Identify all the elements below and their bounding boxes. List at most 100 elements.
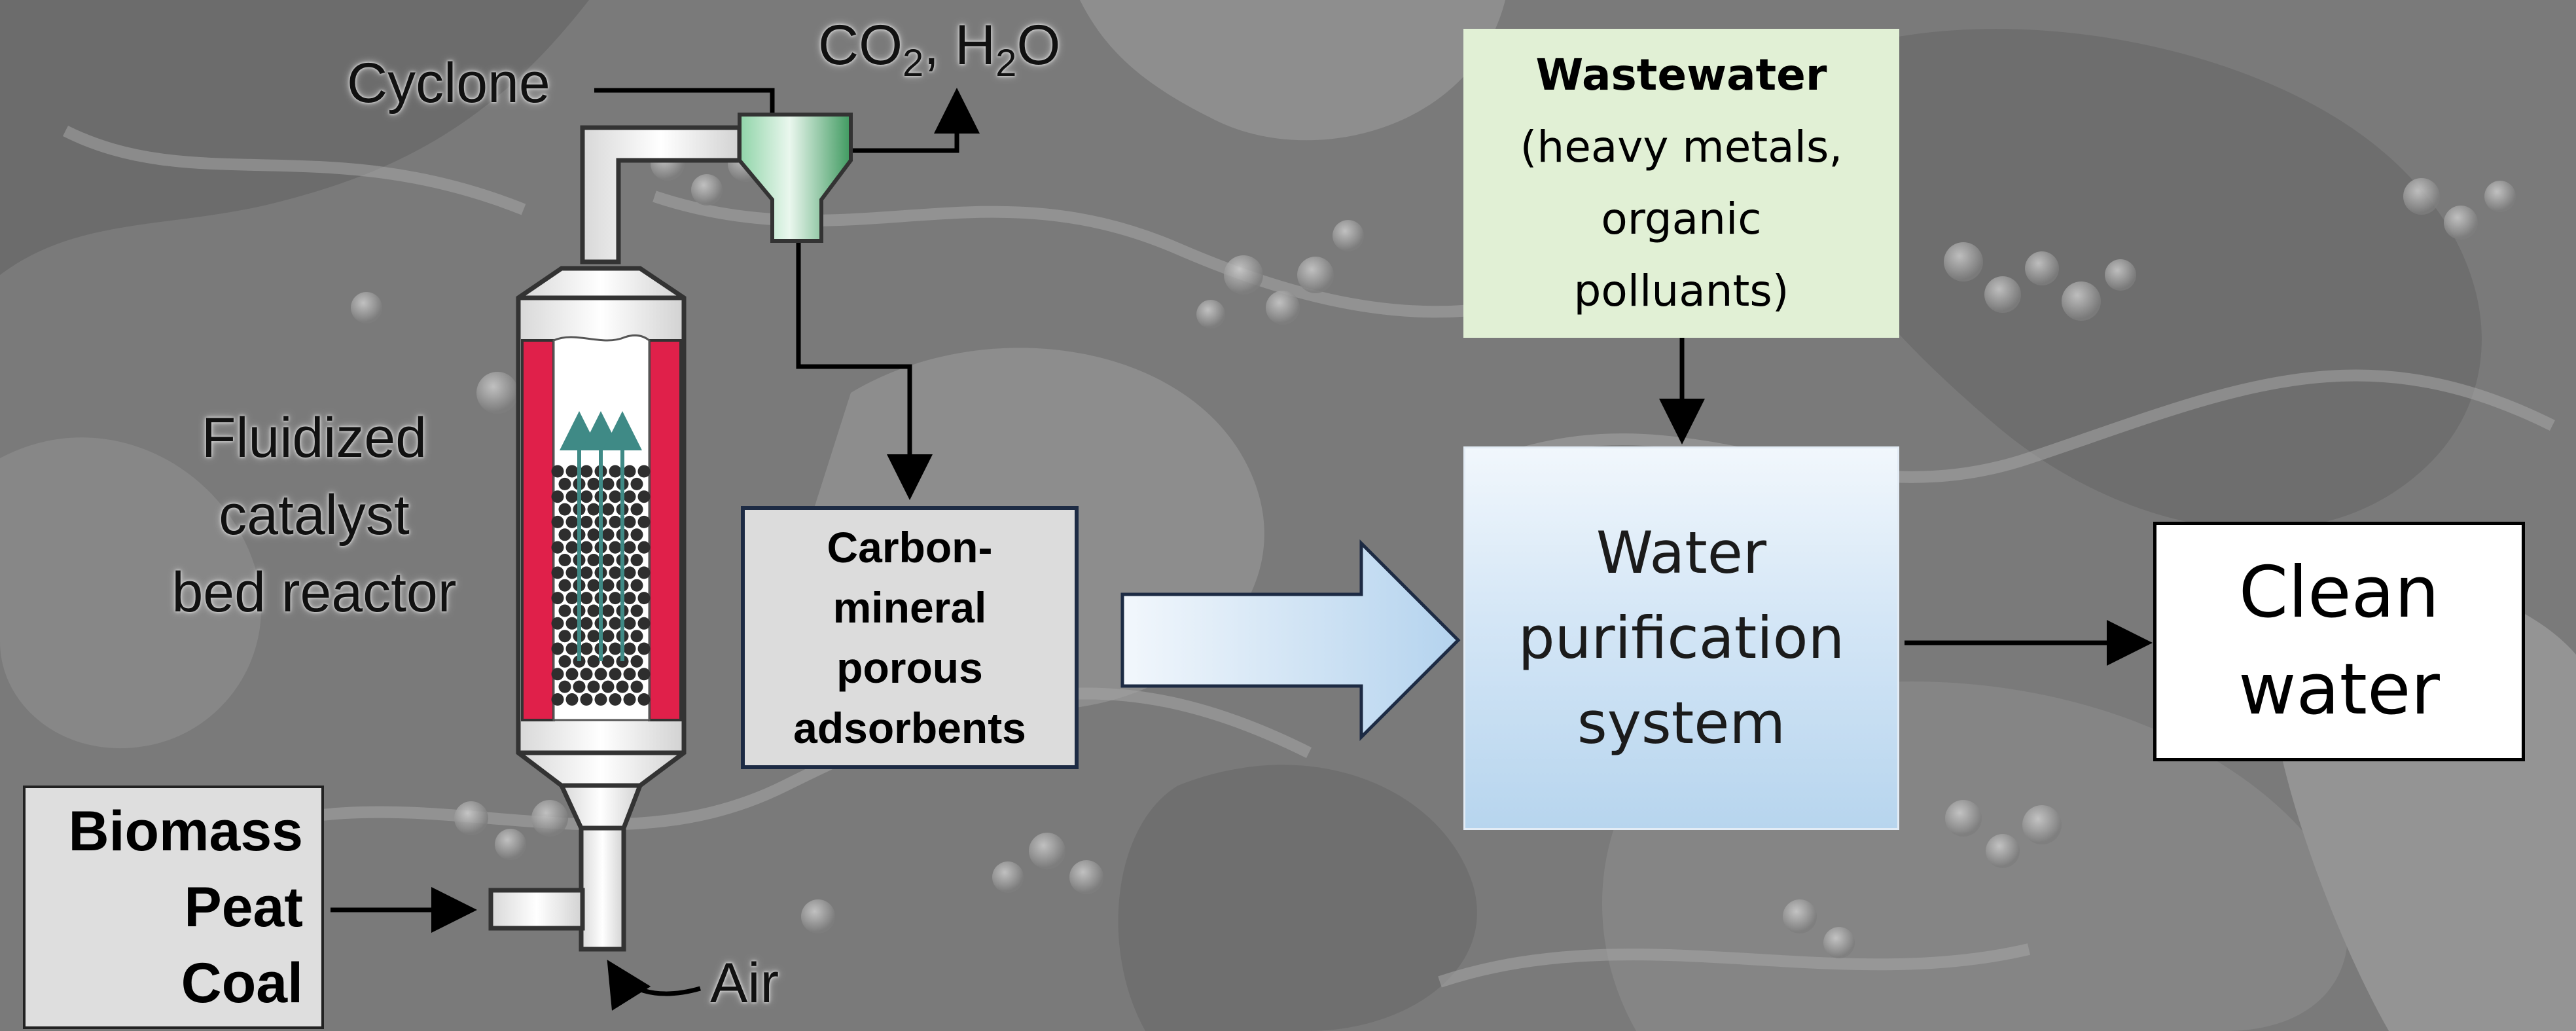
catalyst-particle bbox=[630, 503, 643, 516]
wastewater-line: (heavy metals, bbox=[1520, 122, 1843, 172]
catalyst-particle bbox=[558, 680, 571, 693]
adsorbent-feed-arrow bbox=[796, 241, 933, 500]
catalyst-particle bbox=[616, 655, 629, 668]
catalyst-particle bbox=[565, 490, 579, 503]
catalyst-particle bbox=[565, 566, 579, 579]
cyclone-label-leader bbox=[594, 88, 775, 113]
catalyst-particle bbox=[637, 642, 651, 655]
catalyst-particle bbox=[630, 554, 643, 566]
catalyst-particle bbox=[630, 528, 643, 541]
catalyst-particle bbox=[580, 515, 593, 528]
purification-line: system bbox=[1577, 689, 1786, 757]
catalyst-particle bbox=[565, 515, 579, 528]
exhaust-h-subscript: 2 bbox=[995, 42, 1017, 84]
cyclone-separator-icon bbox=[738, 113, 853, 243]
connector-lines bbox=[331, 88, 2153, 1011]
catalyst-particle bbox=[558, 554, 571, 566]
catalyst-particle bbox=[580, 490, 593, 503]
catalyst-particle bbox=[609, 515, 622, 528]
catalyst-particle bbox=[637, 566, 651, 579]
air-label: Air bbox=[710, 952, 779, 1015]
catalyst-particle bbox=[609, 490, 622, 503]
catalyst-particle bbox=[565, 693, 579, 706]
catalyst-particle bbox=[558, 477, 571, 490]
reactor-label-line: bed reactor bbox=[171, 561, 457, 624]
catalyst-particle bbox=[601, 579, 615, 592]
catalyst-particle bbox=[623, 465, 636, 478]
catalyst-particle bbox=[637, 515, 651, 528]
catalyst-particle bbox=[587, 579, 600, 592]
catalyst-particle bbox=[601, 503, 615, 516]
exhaust-o: O bbox=[1016, 14, 1061, 77]
catalyst-particle bbox=[637, 693, 651, 706]
catalyst-particle bbox=[580, 541, 593, 554]
catalyst-particle bbox=[551, 490, 564, 503]
wastewater-title: Wastewater bbox=[1535, 50, 1827, 100]
exhaust-gases-label: CO2, H2O bbox=[818, 13, 1060, 85]
wastewater-box: Wastewater (heavy metals, organic pollua… bbox=[1463, 29, 1899, 338]
catalyst-particle bbox=[623, 490, 636, 503]
catalyst-particle bbox=[565, 668, 579, 681]
purification-line: purification bbox=[1518, 604, 1845, 672]
wastewater-line: organic bbox=[1601, 194, 1762, 244]
exhaust-co-subscript: 2 bbox=[903, 42, 924, 84]
catalyst-particle bbox=[637, 541, 651, 554]
gas-flow-arrows bbox=[560, 411, 642, 661]
catalyst-particle bbox=[637, 465, 651, 478]
catalyst-particle bbox=[587, 604, 600, 617]
catalyst-particle bbox=[551, 465, 564, 478]
catalyst-particle bbox=[630, 655, 643, 668]
catalyst-particle bbox=[594, 668, 607, 681]
catalyst-particle bbox=[630, 680, 643, 693]
catalyst-particle bbox=[609, 465, 622, 478]
catalyst-particle bbox=[551, 617, 564, 630]
catalyst-particle bbox=[609, 668, 622, 681]
feedstock-line: Biomass bbox=[68, 800, 304, 863]
feedstock-line: Peat bbox=[184, 876, 303, 939]
exhaust-arrow bbox=[851, 88, 980, 153]
catalyst-particle bbox=[587, 630, 600, 643]
adsorbent-line: mineral bbox=[832, 583, 987, 632]
catalyst-particle bbox=[623, 592, 636, 605]
clean-water-line: Clean bbox=[2238, 552, 2440, 634]
catalyst-particle bbox=[565, 465, 579, 478]
catalyst-particle bbox=[587, 680, 600, 693]
catalyst-particle bbox=[601, 477, 615, 490]
catalyst-particle bbox=[623, 566, 636, 579]
catalyst-particle bbox=[637, 490, 651, 503]
catalyst-particle bbox=[623, 668, 636, 681]
exhaust-separator: , H bbox=[923, 14, 996, 77]
catalyst-particle bbox=[587, 528, 600, 541]
feedstock-line: Coal bbox=[181, 952, 303, 1015]
catalyst-particle bbox=[623, 515, 636, 528]
catalyst-particle bbox=[609, 541, 622, 554]
wastewater-line: polluants) bbox=[1573, 266, 1789, 316]
catalyst-particle bbox=[601, 655, 615, 668]
catalyst-particle bbox=[623, 541, 636, 554]
catalyst-particle bbox=[630, 630, 643, 643]
catalyst-particle bbox=[587, 554, 600, 566]
catalyst-particle bbox=[623, 617, 636, 630]
catalyst-particle bbox=[587, 477, 600, 490]
catalyst-particle bbox=[637, 668, 651, 681]
catalyst-particle bbox=[580, 592, 593, 605]
catalyst-particle bbox=[623, 642, 636, 655]
catalyst-particle bbox=[580, 693, 593, 706]
purification-line: Water bbox=[1596, 519, 1767, 587]
catalyst-particle bbox=[637, 592, 651, 605]
catalyst-particle bbox=[551, 642, 564, 655]
clean-water-line: water bbox=[2238, 649, 2440, 731]
catalyst-particle bbox=[565, 642, 579, 655]
catalyst-particle bbox=[601, 630, 615, 643]
catalyst-particle bbox=[558, 655, 571, 668]
adsorbent-line: Carbon- bbox=[827, 523, 993, 571]
catalyst-particle bbox=[580, 566, 593, 579]
reactor-label-line: catalyst bbox=[219, 484, 410, 547]
block-flow-arrow-icon bbox=[1120, 539, 1461, 742]
adsorbent-line: adsorbents bbox=[793, 704, 1026, 752]
catalyst-particle bbox=[630, 604, 643, 617]
catalyst-particle bbox=[601, 554, 615, 566]
catalyst-particle bbox=[580, 465, 593, 478]
